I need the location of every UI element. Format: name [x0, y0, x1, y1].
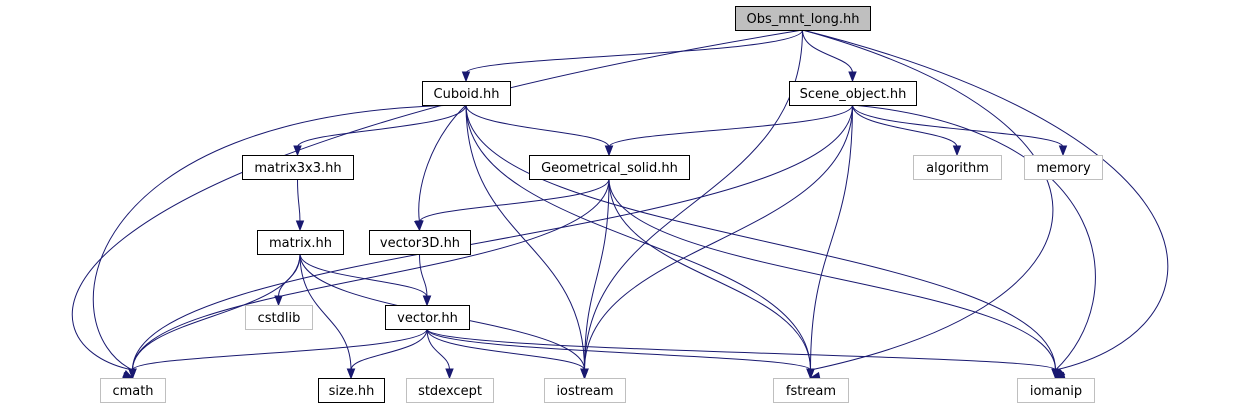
node-box [406, 378, 494, 403]
node-label: stdexcept [418, 384, 482, 399]
node-scene[interactable]: Scene_object.hh [789, 81, 917, 106]
arrowhead [1058, 145, 1068, 157]
edge-scene-to-memory [852, 104, 1068, 157]
arrowhead [1051, 368, 1060, 380]
edge-cuboid-to-fstream [465, 104, 815, 380]
node-matrix[interactable]: matrix.hh [257, 230, 344, 255]
node-algorithm: algorithm [913, 155, 1002, 180]
edge-cuboid-to-matrix3x3 [293, 104, 467, 157]
edge-vector-to-stdexcept [426, 328, 454, 380]
node-cmath: cmath [100, 378, 166, 403]
arrowhead [580, 368, 589, 380]
node-label: Geometrical_solid.hh [541, 161, 678, 176]
node-label: vector.hh [397, 311, 458, 326]
node-box [242, 155, 354, 180]
arrowhead [346, 368, 356, 380]
arrowhead [274, 295, 283, 307]
node-geom[interactable]: Geometrical_solid.hh [529, 155, 690, 180]
node-label: Cuboid.hh [434, 87, 500, 102]
edge-cuboid-to-iostream [465, 104, 589, 380]
node-box [257, 230, 344, 255]
node-label: iomanip [1030, 384, 1082, 399]
edge-vector3d-to-vector [419, 253, 432, 307]
arrowhead [445, 368, 454, 380]
edge-scene-to-algorithm [852, 104, 962, 157]
node-iostream: iostream [544, 378, 626, 403]
arrowhead [422, 295, 432, 307]
node-label: cstdlib [258, 311, 301, 326]
arrowhead [461, 71, 471, 83]
node-cuboid[interactable]: Cuboid.hh [422, 81, 511, 106]
node-box [529, 155, 690, 180]
node-box [544, 378, 626, 403]
arrowhead [128, 368, 137, 380]
edge-scene-to-geom [604, 104, 853, 157]
node-fstream: fstream [773, 378, 849, 403]
node-box [385, 305, 470, 330]
arrowhead [293, 145, 302, 157]
node-obs[interactable]: Obs_mnt_long.hh [735, 6, 871, 31]
node-box [422, 81, 511, 106]
arrowhead [806, 368, 815, 380]
edge-matrix3x3-to-matrix [295, 178, 305, 232]
node-label: cmath [112, 384, 153, 399]
edge-vector-to-iostream [426, 328, 589, 380]
edge-geom-to-iomanip [608, 178, 1060, 380]
node-label: matrix.hh [269, 236, 332, 251]
node-box [245, 305, 313, 330]
node-box [1024, 155, 1103, 180]
edge-cuboid-to-iomanip [465, 104, 1060, 380]
node-label: fstream [786, 384, 836, 399]
arrowhead [122, 370, 134, 379]
node-stdexcept: stdexcept [406, 378, 494, 403]
arrowhead [952, 145, 962, 157]
edge-geom-to-vector3d [415, 178, 610, 232]
node-box [1017, 378, 1095, 403]
edge-obs-to-cuboid [461, 29, 803, 83]
edge-geom-to-iostream [580, 178, 610, 380]
node-box [913, 155, 1002, 180]
node-label: iostream [556, 384, 613, 399]
node-box [100, 378, 166, 403]
edge-geom-to-cmath [128, 178, 610, 380]
node-box [773, 378, 849, 403]
arrowhead [295, 220, 305, 232]
edge-cuboid-to-vector3d [413, 104, 467, 232]
node-matrix3x3[interactable]: matrix3x3.hh [242, 155, 354, 180]
node-box [735, 6, 871, 31]
node-label: size.hh [329, 384, 375, 399]
edge-geom-to-fstream [608, 178, 815, 380]
node-label: memory [1036, 161, 1091, 176]
node-box [318, 378, 385, 403]
edge-cuboid-to-cmath [92, 104, 467, 379]
edge-obs-to-scene [802, 29, 857, 83]
edge-vector-to-iomanip [426, 328, 1060, 380]
node-label: vector3D.hh [380, 236, 460, 251]
edge-vector-to-size [346, 328, 428, 380]
edge-scene-to-cmath [128, 104, 853, 380]
node-label: Obs_mnt_long.hh [747, 12, 860, 27]
node-box [789, 81, 917, 106]
arrowhead [604, 145, 614, 157]
node-memory: memory [1024, 155, 1103, 180]
node-size[interactable]: size.hh [318, 378, 385, 403]
node-iomanip: iomanip [1017, 378, 1095, 403]
node-box [369, 230, 471, 255]
edge-scene-to-fstream [806, 104, 853, 380]
node-label: matrix3x3.hh [254, 161, 341, 176]
node-cstdlib: cstdlib [245, 305, 313, 330]
arrowhead [848, 71, 857, 83]
node-vector[interactable]: vector.hh [385, 305, 470, 330]
edge-vector-to-fstream [426, 328, 815, 380]
node-label: algorithm [926, 161, 989, 176]
edge-vector-to-cmath [128, 328, 428, 380]
node-label: Scene_object.hh [800, 87, 907, 102]
arrowhead [415, 220, 424, 232]
node-vector3d[interactable]: vector3D.hh [369, 230, 471, 255]
edges-layer [71, 29, 1169, 381]
